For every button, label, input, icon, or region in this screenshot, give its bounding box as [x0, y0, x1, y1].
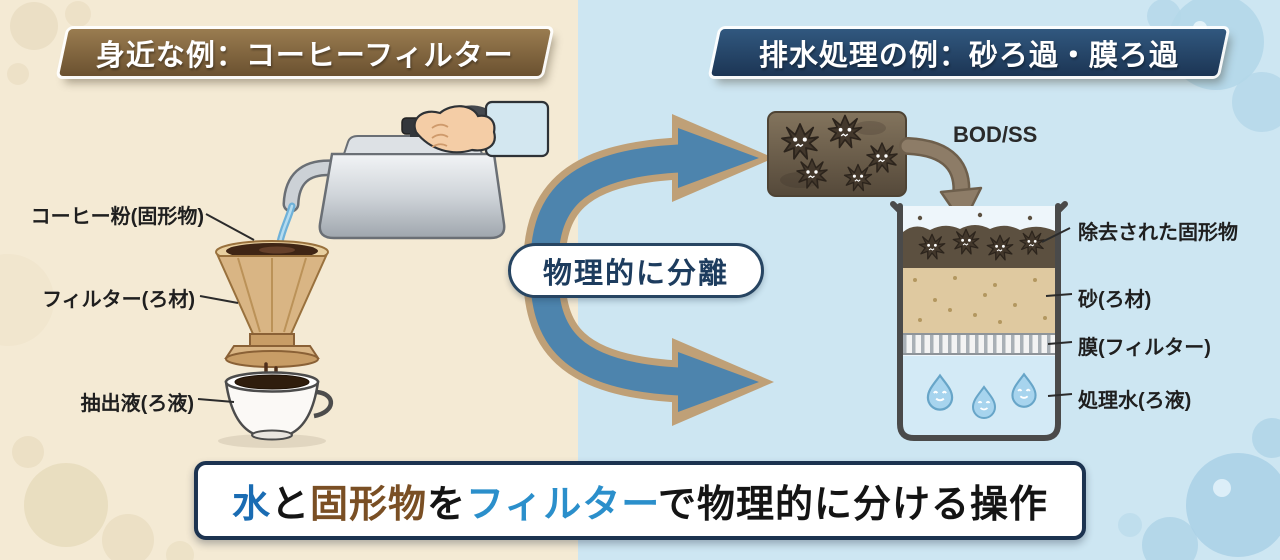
- label-coffee-grounds: コーヒー粉(固形物): [30, 206, 204, 228]
- bottom-banner-segment: フィルター: [466, 484, 659, 526]
- filtration-beaker: [890, 201, 1068, 441]
- bottom-banner-segment: と: [270, 484, 311, 526]
- label-sand-media: 砂(ろ材): [1078, 289, 1152, 311]
- physical-separation-label: 物理的に分離: [542, 257, 730, 290]
- right-panel-title-banner: 排水処理の例：砂ろ過・膜ろ過: [711, 29, 1227, 76]
- left-leader-lines: [197, 213, 255, 403]
- hand: [413, 105, 496, 154]
- wastewater-box: [767, 111, 907, 197]
- bottom-banner-segment: 固形物: [310, 484, 428, 526]
- bottom-banner-segment: 水: [231, 484, 271, 526]
- label-membrane-filter: 膜(フィルター): [1078, 337, 1211, 359]
- bottom-banner-segment: を: [427, 484, 467, 526]
- label-treated-water: 処理水(ろ液): [1078, 390, 1192, 412]
- label-bod-ss: BOD/SS: [953, 122, 1038, 147]
- label-removed-solids: 除去された固形物: [1078, 222, 1238, 244]
- bottom-summary-banner: 水と固形物をフィルターで物理的に分ける操作: [193, 461, 1087, 540]
- kettle-illustration: [276, 100, 550, 246]
- right-leader-lines: [1041, 227, 1073, 397]
- right-panel-title: 排水処理の例：砂ろ過・膜ろ過: [758, 39, 1179, 72]
- label-filter-media: フィルター(ろ材): [42, 289, 195, 311]
- left-panel-title-banner: 身近な例：コーヒーフィルター: [59, 29, 551, 76]
- dripper-illustration: [215, 240, 329, 380]
- physical-separation-pill: 物理的に分離: [507, 243, 765, 298]
- cup-illustration: [218, 371, 334, 448]
- left-panel-title: 身近な例：コーヒーフィルター: [96, 39, 514, 72]
- removed-solids-layer: [903, 225, 1055, 268]
- sand-layer: [903, 268, 1055, 333]
- bottom-banner-segment: で物理的に分ける操作: [658, 484, 1049, 526]
- bottom-banner-text: 水と固形物をフィルターで物理的に分ける操作: [232, 484, 1048, 526]
- label-extract-filtrate: 抽出液(ろ液): [80, 393, 194, 415]
- membrane-layer: [903, 334, 1055, 354]
